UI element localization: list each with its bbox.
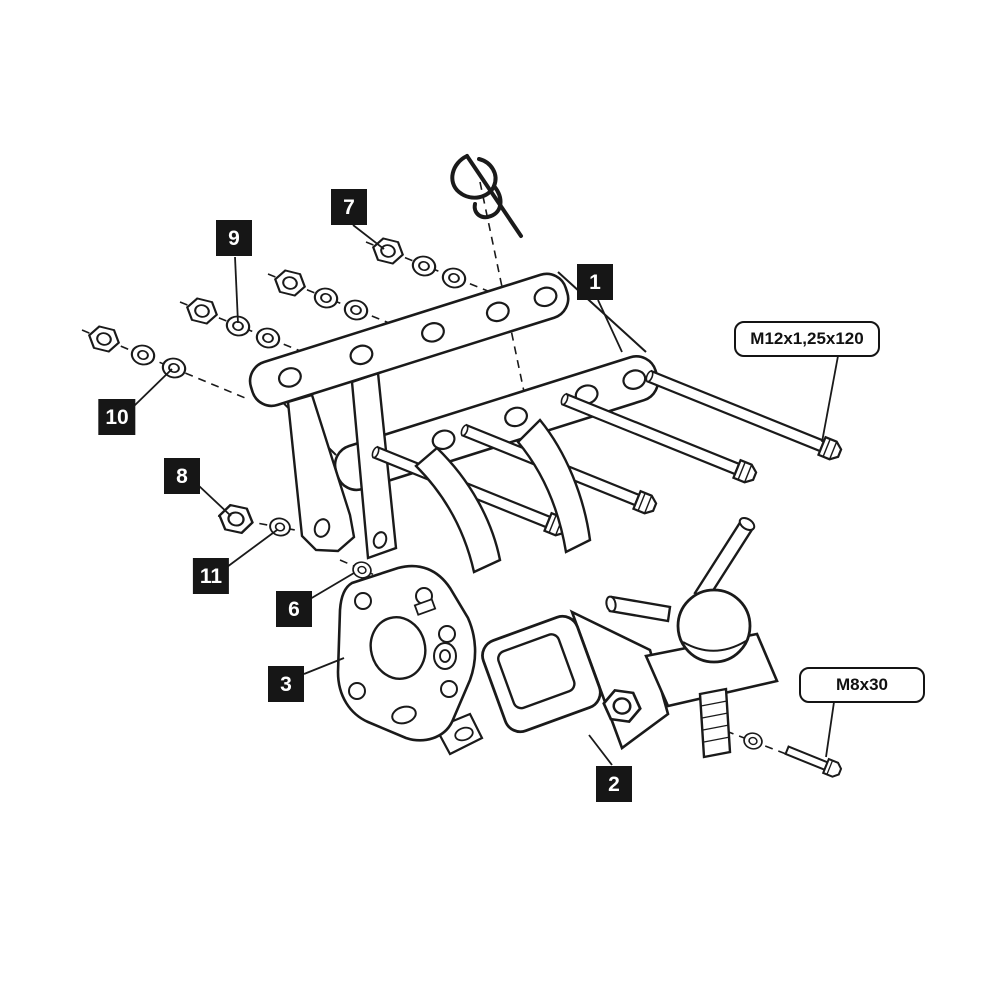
nut-washer-set-10 — [85, 323, 189, 381]
hitch-ball-assembly — [605, 516, 779, 759]
tow-ball — [676, 588, 752, 664]
part-label-7: 7 — [331, 189, 367, 225]
part-label-11: 11 — [192, 558, 230, 594]
electrics-plate — [336, 564, 484, 756]
mounting-arm-left — [286, 393, 356, 553]
threaded-stud — [698, 687, 732, 759]
part-label-2: 2 — [596, 766, 632, 802]
part-label-3: 3 — [268, 666, 304, 702]
bracket-plate-front — [248, 272, 570, 408]
bolt-m8 — [784, 745, 843, 778]
nut-washer-set-mid — [271, 267, 371, 323]
r-clip-pin-icon — [450, 154, 523, 238]
leader-lines — [132, 224, 839, 766]
lock-pin — [608, 595, 672, 623]
crossmember-arms — [414, 418, 592, 574]
part-label-1: 1 — [577, 264, 613, 300]
part-label-10: 10 — [98, 399, 136, 435]
part-label-8: 8 — [164, 458, 200, 494]
part-label-6: 6 — [276, 591, 312, 627]
release-handle — [693, 519, 755, 602]
bracket-plate-rear — [333, 355, 660, 492]
receiver-box — [481, 609, 670, 751]
nut-washer-set-9 — [183, 295, 283, 351]
washer-m8 — [741, 730, 765, 752]
nut-washer-set-7 — [369, 235, 469, 291]
part-label-9: 9 — [216, 220, 252, 256]
spec-callout-m12-bolt: M12x1,25x120 — [734, 321, 880, 357]
spec-callout-m8-bolt: M8x30 — [799, 667, 925, 703]
